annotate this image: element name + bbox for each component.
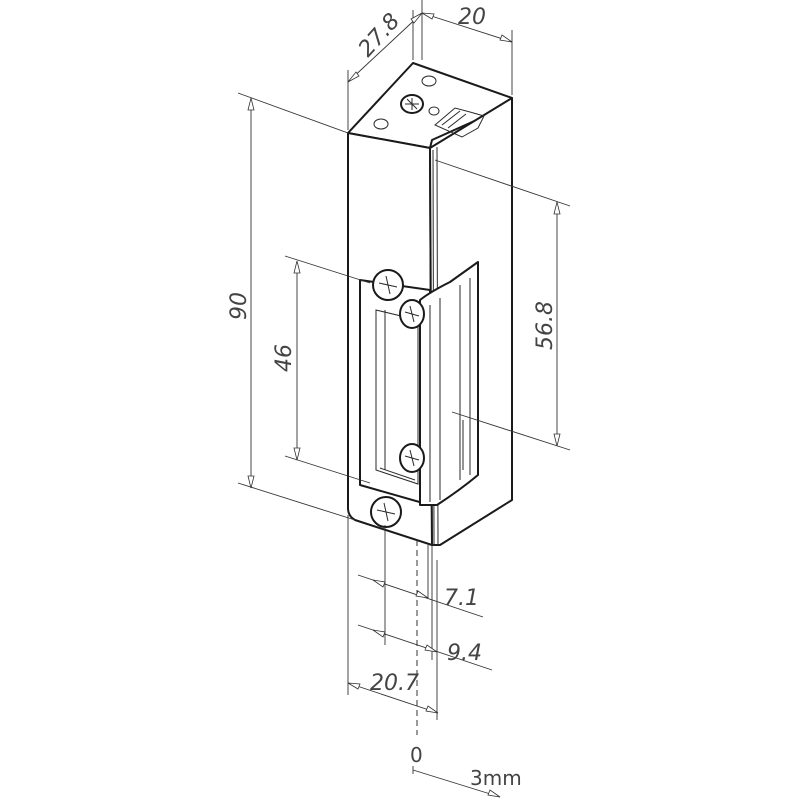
latch-lines: [429, 278, 471, 502]
dimension-90: 90: [227, 92, 356, 521]
top-hole-1: [421, 75, 437, 87]
screw-inner-top-icon: [399, 299, 425, 329]
screw-top-icon: [372, 269, 404, 301]
dim-label-46: 46: [272, 344, 297, 372]
screw-inner-bottom-icon: [399, 443, 425, 473]
top-hole-2: [373, 118, 389, 130]
dimension-46: 46: [272, 255, 371, 484]
screw-bottom-icon: [370, 496, 402, 528]
scale-label: 3mm: [470, 766, 522, 790]
dim-label-20: 20: [458, 5, 486, 30]
dim-label-90: 90: [227, 292, 252, 320]
dim-label-9-4: 9.4: [447, 641, 482, 666]
faceplate: [359, 261, 479, 506]
latch: [419, 261, 479, 506]
top-hole-3: [428, 106, 440, 116]
dimension-20: 20: [421, 0, 513, 95]
zero-label: 0: [410, 743, 423, 767]
recess-inner-lines: [379, 310, 416, 481]
dim-label-7-1: 7.1: [444, 586, 479, 611]
body-front-face: [347, 132, 433, 546]
dim-label-20-7: 20.7: [370, 671, 419, 696]
top-slider: [434, 107, 485, 138]
dim-label-56-8: 56.8: [533, 301, 558, 350]
scale-indicator: 0 3mm: [410, 743, 522, 798]
dimension-56-8: 56.8: [434, 159, 571, 451]
top-screw-icon: [400, 94, 424, 114]
bottom-dimensions: 7.1 9.4 20.7: [347, 515, 493, 735]
latch-detail: [462, 420, 471, 475]
